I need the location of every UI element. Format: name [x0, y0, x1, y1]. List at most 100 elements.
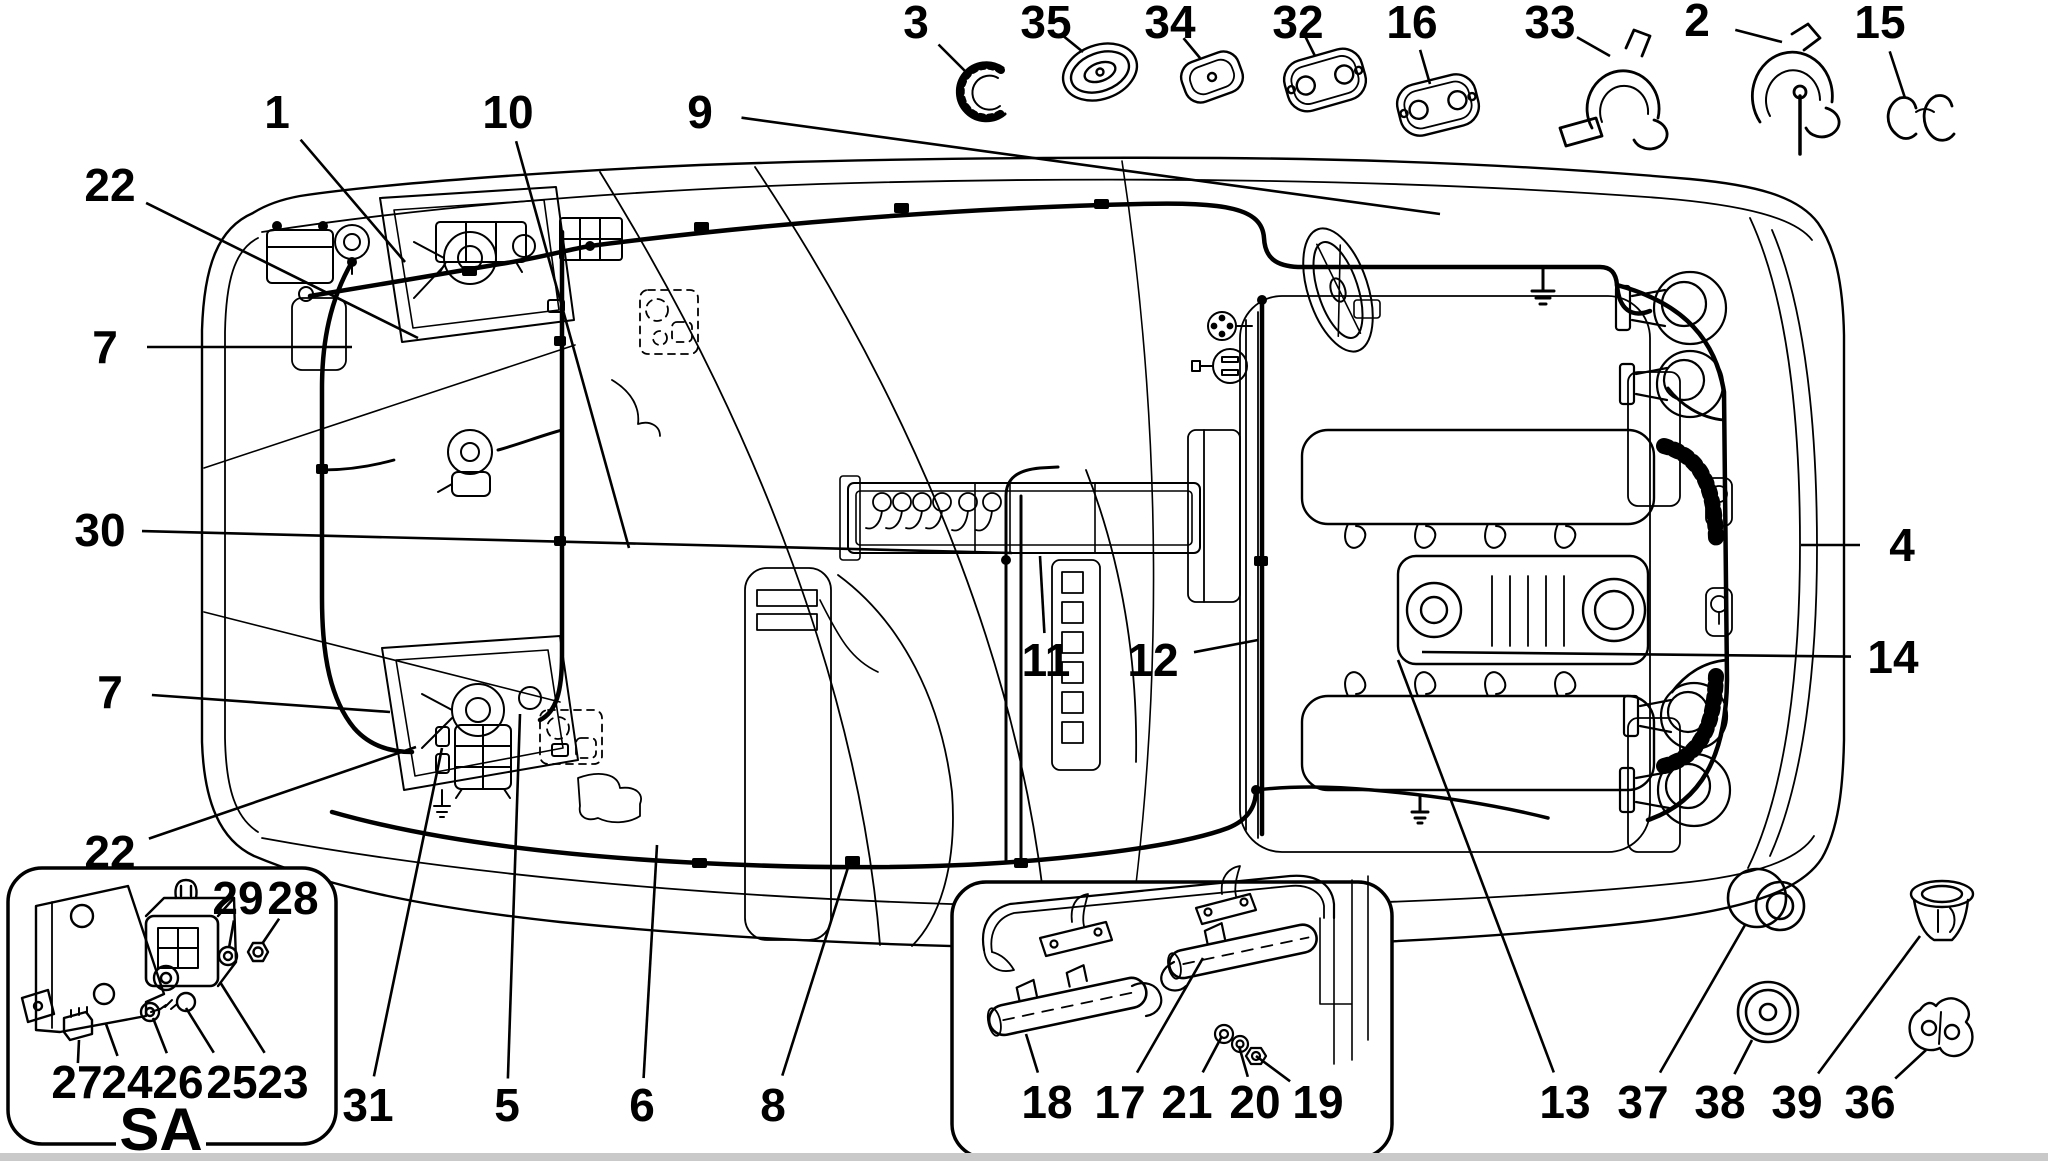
callout-label-14: 14 — [1867, 631, 1919, 683]
callout-label-26: 26 — [152, 1056, 203, 1108]
inset-rails — [950, 865, 1394, 1160]
leader-line-3 — [937, 43, 967, 73]
callout-label-15: 15 — [1854, 0, 1905, 48]
callout-label-35: 35 — [1020, 0, 1071, 48]
leader-line-33 — [1576, 36, 1611, 58]
leader-line-17 — [1135, 957, 1205, 1074]
plug-grommet-part-39 — [1909, 879, 1975, 942]
leader-line-11 — [1038, 555, 1046, 634]
leader-line-32 — [1304, 36, 1317, 57]
cable-clip-part-15 — [1886, 94, 1956, 142]
callout-label-7a: 7 — [92, 321, 118, 373]
callout-label-13: 13 — [1539, 1076, 1590, 1128]
cabin-components — [433, 469, 1138, 947]
leader-line-36 — [1894, 1049, 1927, 1080]
callout-label-22a: 22 — [84, 159, 135, 211]
leader-line-21 — [1201, 1035, 1224, 1074]
leader-line-6 — [642, 844, 659, 1079]
callout-label-5: 5 — [494, 1079, 520, 1131]
gasket-plate-part-16 — [1395, 73, 1481, 137]
callout-label-38: 38 — [1694, 1076, 1745, 1128]
leader-line-13 — [1396, 659, 1556, 1073]
leader-line-31 — [372, 747, 444, 1077]
callout-label-8: 8 — [760, 1079, 786, 1131]
leader-line-23 — [218, 981, 266, 1054]
callout-label-4: 4 — [1889, 519, 1915, 571]
leader-line-15 — [1888, 50, 1907, 99]
callout-label-22b: 22 — [84, 826, 135, 878]
callout-label-6: 6 — [629, 1079, 655, 1131]
leader-line-22a — [145, 201, 419, 340]
callout-label-24: 24 — [101, 1056, 153, 1108]
leader-line-18 — [1024, 1033, 1040, 1073]
callout-label-2: 2 — [1684, 0, 1710, 46]
inset-sa-label: SA — [119, 1096, 202, 1161]
hose-clamp-part — [955, 61, 1007, 123]
leader-line-22b — [148, 745, 417, 840]
leader-line-5 — [506, 713, 522, 1079]
leader-line-12 — [1193, 638, 1259, 654]
loose-parts-bottom-right — [1726, 867, 1975, 1058]
page-edge-bar — [0, 1153, 2048, 1161]
leader-line-30 — [141, 529, 1013, 555]
leader-line-29 — [227, 920, 236, 949]
callout-label-7b: 7 — [97, 666, 123, 718]
callout-label-11: 11 — [1022, 634, 1071, 686]
clamp-bracket-part-33 — [1558, 28, 1669, 151]
leader-line-16 — [1418, 49, 1432, 85]
callout-label-19: 19 — [1292, 1076, 1343, 1128]
leader-line-28 — [260, 917, 281, 945]
leader-line-35 — [1061, 34, 1084, 54]
callout-label-17: 17 — [1094, 1076, 1145, 1128]
leader-line-10 — [514, 140, 631, 549]
callout-label-3: 3 — [903, 0, 929, 48]
callout-label-25: 25 — [206, 1056, 257, 1108]
leader-line-24 — [104, 1023, 119, 1057]
callout-label-28: 28 — [267, 872, 318, 924]
leader-line-1 — [299, 138, 406, 263]
sill-relay-panel — [839, 475, 1201, 561]
callout-label-1: 1 — [264, 86, 290, 138]
callout-label-30: 30 — [74, 504, 125, 556]
double-clip-part-36 — [1908, 997, 1974, 1058]
leader-line-38 — [1733, 1039, 1754, 1075]
callout-label-27: 27 — [51, 1056, 102, 1108]
callout-label-20: 20 — [1229, 1076, 1280, 1128]
callout-label-34: 34 — [1144, 0, 1196, 48]
front-headlight-assemblies — [379, 186, 579, 791]
callout-label-10: 10 — [482, 86, 533, 138]
leader-line-20 — [1237, 1045, 1250, 1078]
callout-label-31: 31 — [342, 1079, 393, 1131]
leader-line-25 — [184, 1007, 215, 1054]
callout-label-29: 29 — [212, 872, 263, 924]
loose-parts-top — [955, 22, 1956, 156]
oval-grommet-part — [1061, 42, 1139, 102]
callout-label-18: 18 — [1021, 1076, 1072, 1128]
leader-line-39 — [1817, 935, 1922, 1075]
callout-label-21: 21 — [1161, 1076, 1212, 1128]
leader-line-27 — [76, 1039, 81, 1064]
leader-line-34 — [1182, 37, 1201, 59]
callout-label-37: 37 — [1617, 1076, 1668, 1128]
callout-label-39: 39 — [1771, 1076, 1822, 1128]
callout-label-12: 12 — [1127, 634, 1178, 686]
engine-bay — [1187, 295, 1681, 853]
leader-lines — [76, 28, 1927, 1083]
fuse-box-column — [1051, 559, 1101, 771]
front-trunk-components — [266, 217, 699, 497]
callout-label-32: 32 — [1272, 0, 1323, 48]
leader-line-19 — [1255, 1054, 1291, 1083]
callout-label-33: 33 — [1524, 0, 1575, 48]
leader-line-8 — [781, 857, 853, 1076]
callout-labels: 1 10 9 22 7 30 7 22 4 14 11 12 13 31 5 6 8 3 35 34 32 16 33 2 15… — [51, 0, 1919, 1131]
leader-line-26 — [151, 1017, 169, 1054]
callout-label-23: 23 — [257, 1056, 308, 1108]
wiring-harness — [307, 199, 1730, 870]
gasket-plate-part-32 — [1282, 47, 1368, 113]
callout-label-16: 16 — [1386, 0, 1437, 48]
leader-line-7b — [151, 693, 391, 714]
callout-label-9: 9 — [687, 86, 713, 138]
bushing-part-37 — [1726, 867, 1806, 932]
